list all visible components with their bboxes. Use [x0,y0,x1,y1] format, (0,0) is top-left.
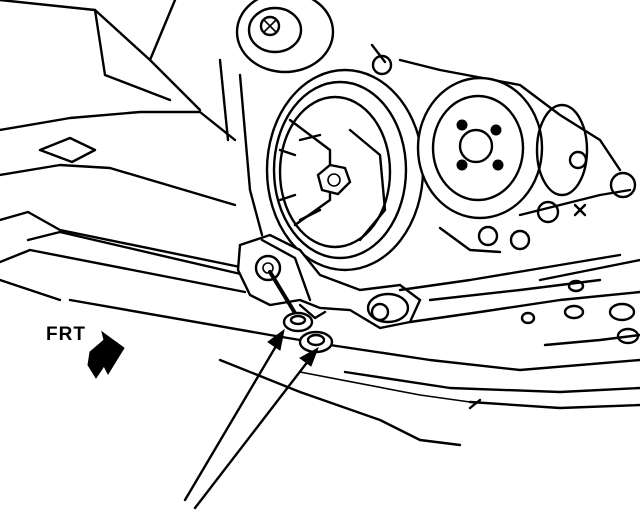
upper-idler-pulley [235,0,335,74]
engine-mount-bracket [236,233,640,330]
mount-bolts-right [477,150,637,251]
mount-nut [298,303,334,354]
crankshaft-pulley [265,68,425,272]
engine-block [238,43,632,254]
body-panel [0,0,230,142]
subframe [0,110,640,447]
accessory-pulley [416,76,589,220]
front-direction-label: FRT [46,324,86,345]
right-bracket-plate [520,258,640,347]
callout-arrow-icon [183,328,319,510]
mount-through-bolt [268,270,314,333]
front-direction-arrow-icon [87,330,125,379]
